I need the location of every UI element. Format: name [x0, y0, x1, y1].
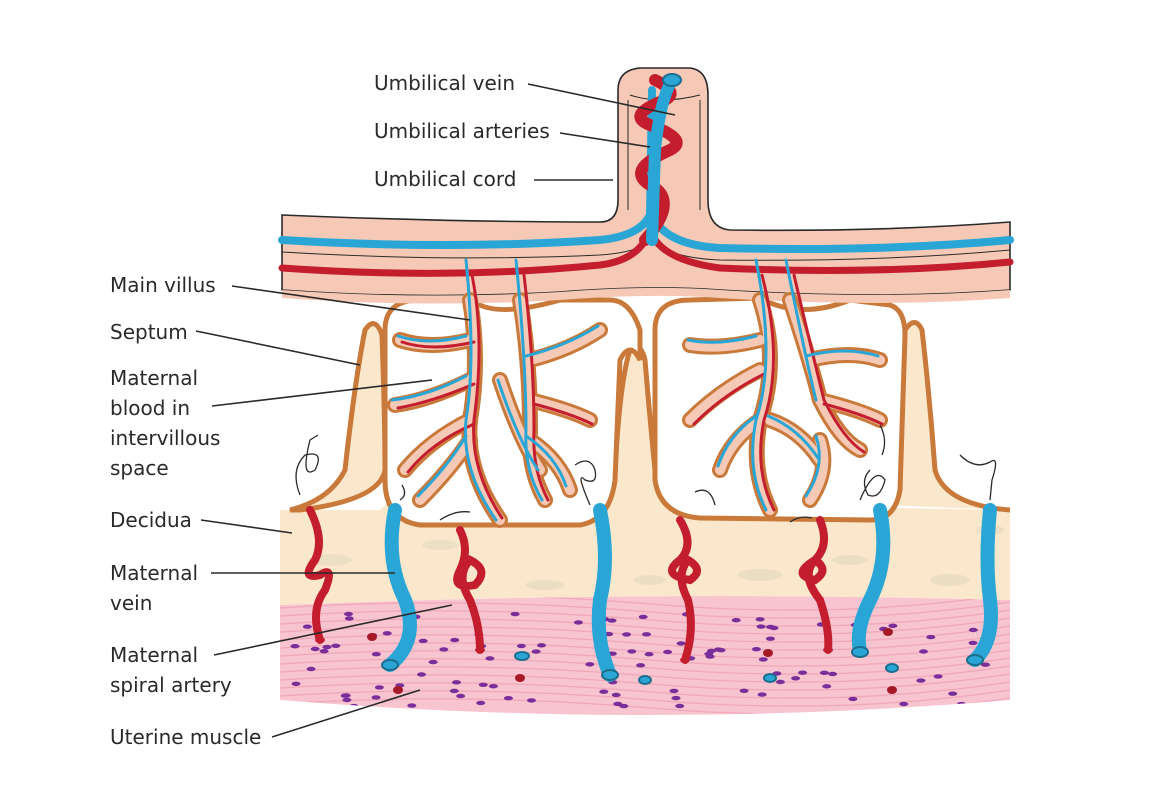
label-line: spiral artery — [110, 673, 232, 697]
label-line: space — [110, 456, 169, 480]
label-main-villus: Main villus — [110, 273, 216, 297]
label-line: Maternal — [110, 561, 199, 585]
label-line: Maternal — [110, 643, 199, 667]
maternal-spiral-arteries — [304, 506, 833, 664]
label-line: intervillous — [110, 426, 221, 450]
leader-decidua — [200, 519, 293, 534]
label-maternal-spiral-artery: Maternal spiral artery — [110, 640, 232, 700]
leader-main-villus — [231, 285, 471, 321]
label-line: Maternal — [110, 366, 199, 390]
leader-lines — [195, 83, 676, 738]
leader-uterine-muscle — [271, 689, 421, 738]
label-uterine-muscle: Uterine muscle — [110, 725, 262, 749]
maternal-vein-ends — [381, 646, 984, 685]
leader-umbilical-arteries — [559, 132, 651, 148]
label-umbilical-arteries: Umbilical arteries — [374, 119, 550, 143]
maternal-veins — [383, 503, 998, 682]
muscle-artery-sections — [367, 628, 897, 694]
label-line: blood in — [110, 396, 191, 420]
fetal-veins — [278, 86, 1014, 522]
uterine-muscle-layer — [280, 596, 1010, 715]
blood-flow-arrows — [295, 424, 997, 523]
maternal-artery-ends — [315, 637, 833, 663]
label-maternal-vein: Maternal vein — [110, 558, 198, 618]
label-umbilical-vein: Umbilical vein — [374, 71, 516, 95]
label-septum: Septum — [110, 320, 188, 344]
label-umbilical-cord: Umbilical cord — [374, 167, 517, 191]
leader-maternal-blood — [211, 379, 433, 407]
leader-maternal-spiral-artery — [213, 604, 453, 656]
leader-umbilical-vein — [527, 83, 676, 116]
label-line: vein — [110, 591, 153, 615]
leader-septum — [195, 330, 361, 366]
septa — [289, 320, 1011, 523]
label-maternal-blood-intervillous-space: Maternal blood in intervillous space — [110, 363, 220, 483]
label-decidua: Decidua — [110, 508, 192, 532]
